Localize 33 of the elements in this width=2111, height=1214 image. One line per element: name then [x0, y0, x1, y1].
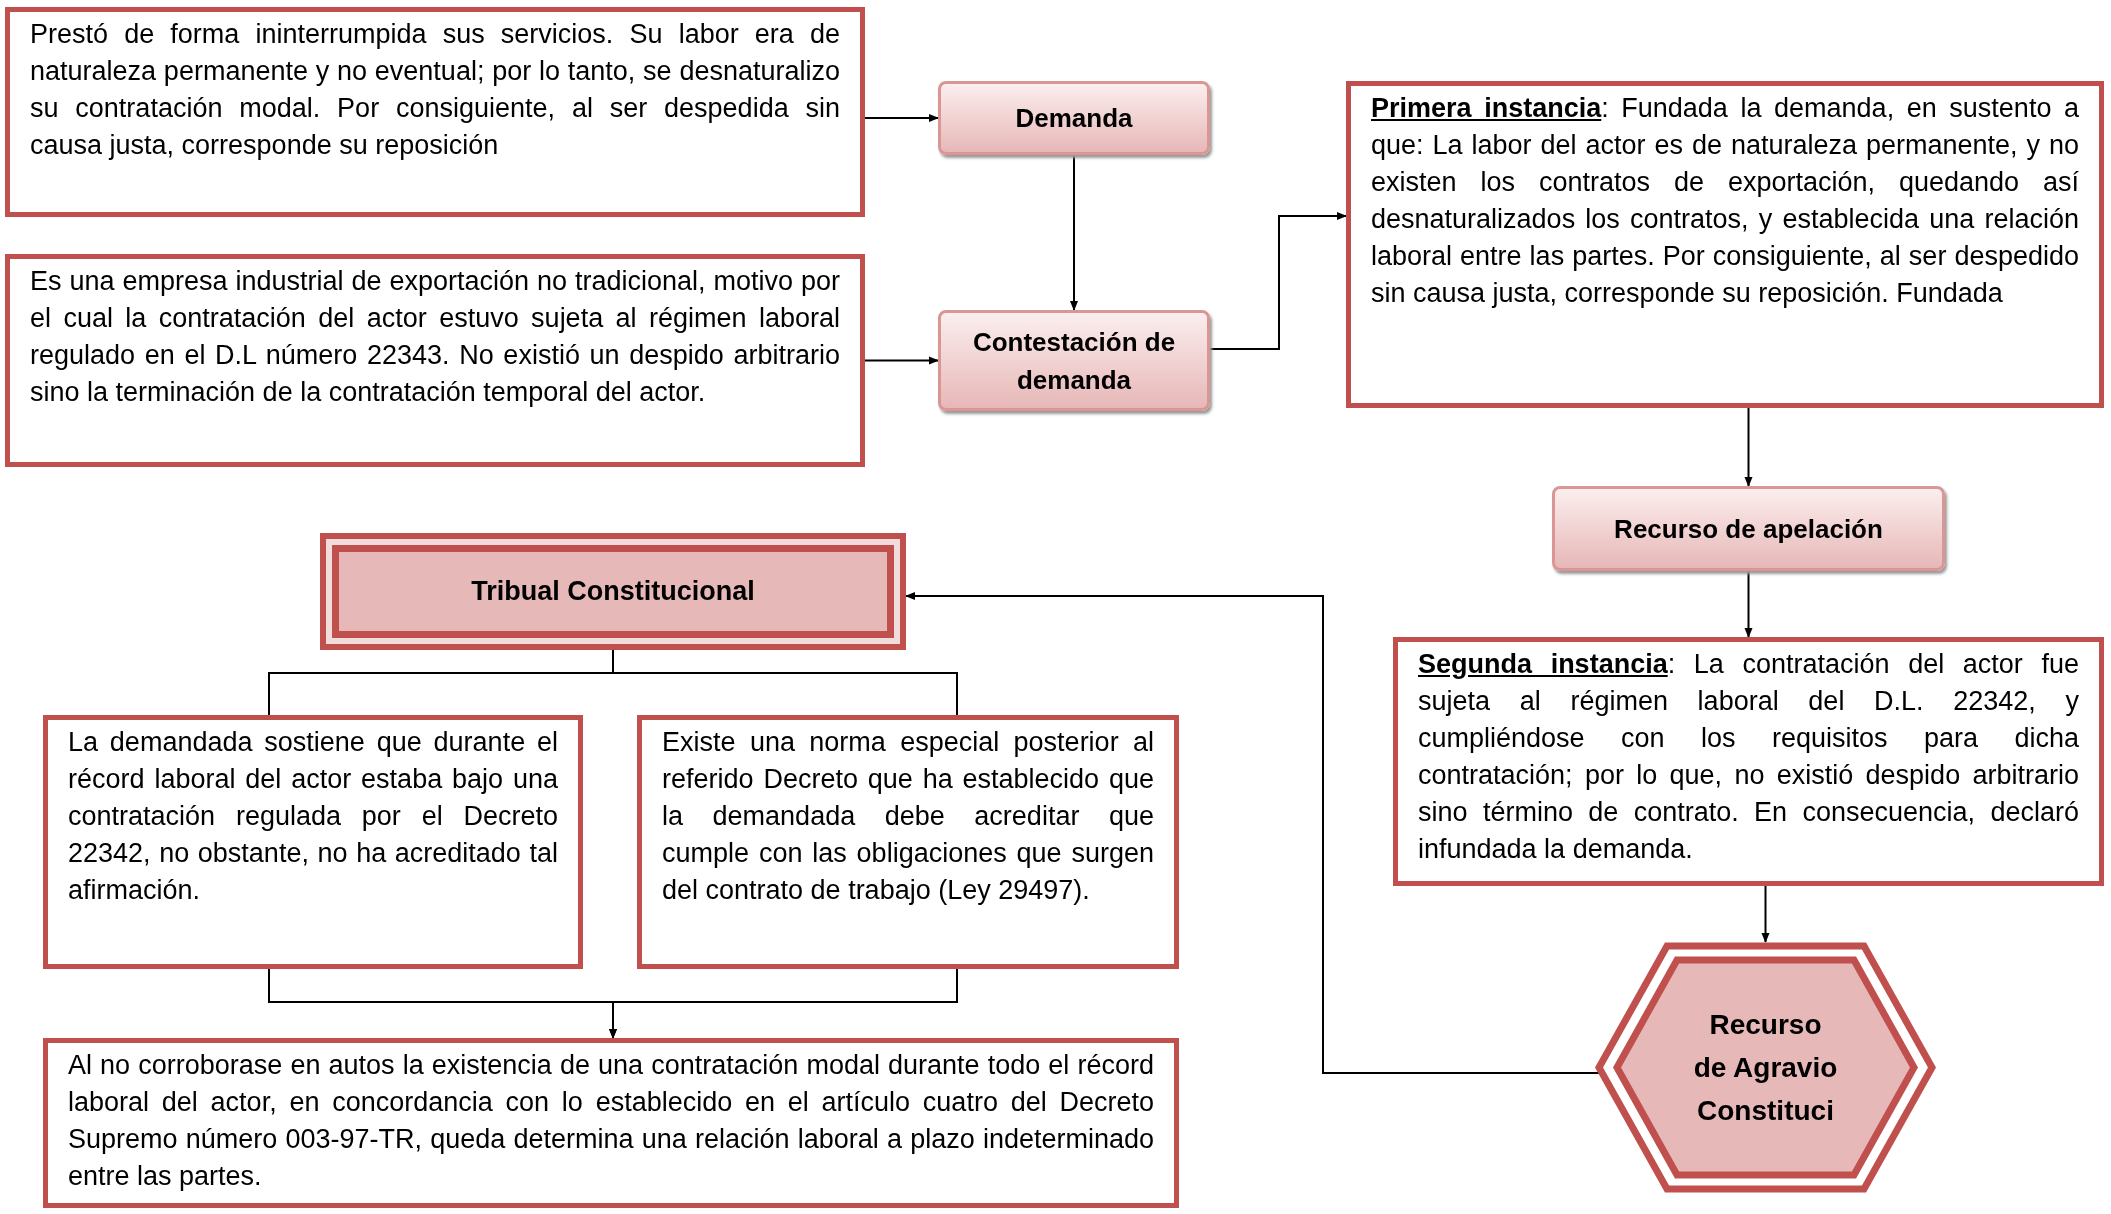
- process-box: [938, 310, 1210, 411]
- description-text: Segunda instancia: La contratación del actor fue sujeta al régimen laboral del D.L. 22342, y cumpliéndose con los requisitos para dicha contratación; por lo que, no existió despido arbitrario sino término de contrato. En consecuencia, declaró infundada la demanda.: [1418, 648, 2079, 866]
- connector-arrow: [609, 968, 958, 1039]
- connector-arrow: [864, 356, 939, 365]
- box-title: Tribual Constitucional: [471, 575, 755, 609]
- box-title: Contestación de demanda: [971, 325, 1177, 397]
- text-box: [5, 7, 865, 217]
- description-text: Es una empresa industrial de exportación no tradicional, motivo por el cual la contratación del actor estuvo sujeta al régimen laboral regulado en el D.L número 22343. No existió un despido arbitrario sino la terminación de la contratación temporal del actor.: [30, 265, 840, 409]
- connector-arrow: [864, 114, 939, 122]
- box-title: Recurso de apelación: [1613, 512, 1884, 546]
- process-box: [1552, 486, 1945, 571]
- process-box: [938, 81, 1210, 155]
- text-box: [1346, 81, 2104, 408]
- hexagon-title: Recurso de Agravio Constituci: [1692, 1008, 1839, 1128]
- connector-arrow: [1761, 885, 1770, 943]
- connector-arrow: [905, 592, 1600, 1074]
- text-box: [43, 1038, 1179, 1208]
- hexagon-shape: [1595, 942, 1936, 1193]
- text-box: [637, 715, 1179, 969]
- description-text: Existe una norma especial posterior al referido Decreto que ha establecido que la demandada debe acreditar que cumple con las obligaciones que surgen del contrato de trabajo (Ley 29497).: [662, 726, 1154, 907]
- text-box: [1393, 637, 2104, 886]
- box-title: Demanda: [1014, 102, 1134, 135]
- connector-arrow: [1209, 212, 1347, 350]
- text-box: [5, 254, 865, 467]
- description-text: Al no corroborase en autos la existencia de una contratación modal durante todo el récord laboral del actor, en concordancia con lo establecido en el artículo cuatro del Decreto Supremo número 003-97-TR, queda determina una relación laboral a plazo indeterminado entre las partes.: [68, 1049, 1154, 1193]
- connector-arrow: [1070, 154, 1078, 311]
- connector-arrow: [1744, 570, 1753, 638]
- text-box: [43, 715, 583, 969]
- double-frame-box: [320, 533, 906, 650]
- description-text: La demandada sostiene que durante el récord laboral del actor estaba bajo una contratación regulada por el Decreto 22342, no obstante, no ha acreditado tal afirmación.: [68, 726, 558, 907]
- description-text: Primera instancia: Fundada la demanda, en sustento a que: La labor del actor es de naturaleza permanente, y no existen los contratos de exportación, quedando así desnaturalizados los contratos, y establecida una relación laboral entre las partes. Por consiguiente, al ser despedido sin causa justa, corresponde su reposición. Fundada: [1371, 92, 2079, 310]
- connector-arrow: [1744, 407, 1753, 487]
- description-text: Prestó de forma ininterrumpida sus servicios. Su labor era de naturaleza permanente y no eventual; por lo tanto, se desnaturalizo su contratación modal. Por consiguiente, al ser despedida sin causa justa, corresponde su reposición: [30, 18, 840, 162]
